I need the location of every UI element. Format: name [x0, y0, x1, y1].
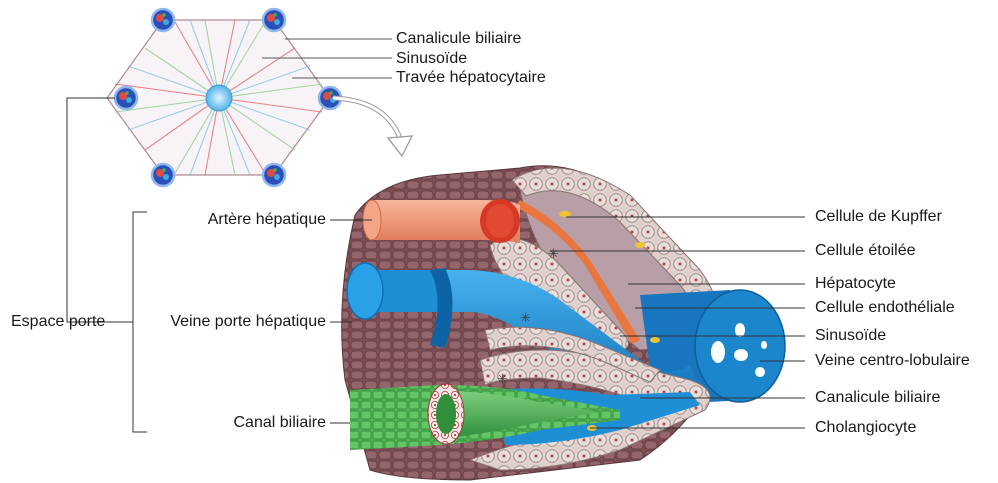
label-veine-porte: Veine porte hépatique [170, 313, 326, 331]
label-cholangiocyte: Cholangiocyte [815, 419, 916, 437]
portal-triad-icon [263, 164, 285, 186]
liver-tissue-section: ✳ ✳ ✳ [342, 166, 785, 480]
label-lobule-travee: Travée hépatocytaire [396, 69, 546, 87]
label-lobule-sinusoide: Sinusoïde [396, 50, 467, 68]
espace-porte-bracket [67, 98, 147, 432]
label-endotheliale: Cellule endothéliale [815, 299, 955, 317]
portal-triad-icon [115, 87, 137, 109]
label-lobule-canalicule: Canalicule biliaire [396, 30, 521, 48]
central-vein [206, 85, 232, 111]
portal-triad-icon [152, 164, 174, 186]
portal-triad-icon [263, 9, 285, 31]
label-canal-biliaire: Canal biliaire [234, 414, 327, 432]
central-vein-lumen [695, 290, 785, 402]
svg-text:✳: ✳ [497, 372, 508, 387]
svg-text:✳: ✳ [548, 247, 559, 262]
portal-triad-icon [152, 9, 174, 31]
portal-vein-end [347, 263, 383, 319]
svg-text:✳: ✳ [520, 311, 531, 326]
label-kupffer: Cellule de Kupffer [815, 208, 942, 226]
label-artere-hepatique: Artère hépatique [208, 211, 326, 229]
hepatic-artery-tube [363, 199, 520, 243]
label-sinusoide: Sinusoïde [815, 327, 886, 345]
label-espace-porte: Espace porte [11, 313, 105, 331]
label-canalicule-biliaire: Canalicule biliaire [815, 389, 940, 407]
label-veine-centro-lobulaire: Veine centro-lobulaire [815, 352, 970, 370]
label-etoilee: Cellule étoilée [815, 242, 916, 260]
zoom-arrow [333, 98, 412, 156]
label-hepatocyte: Hépatocyte [815, 275, 896, 293]
